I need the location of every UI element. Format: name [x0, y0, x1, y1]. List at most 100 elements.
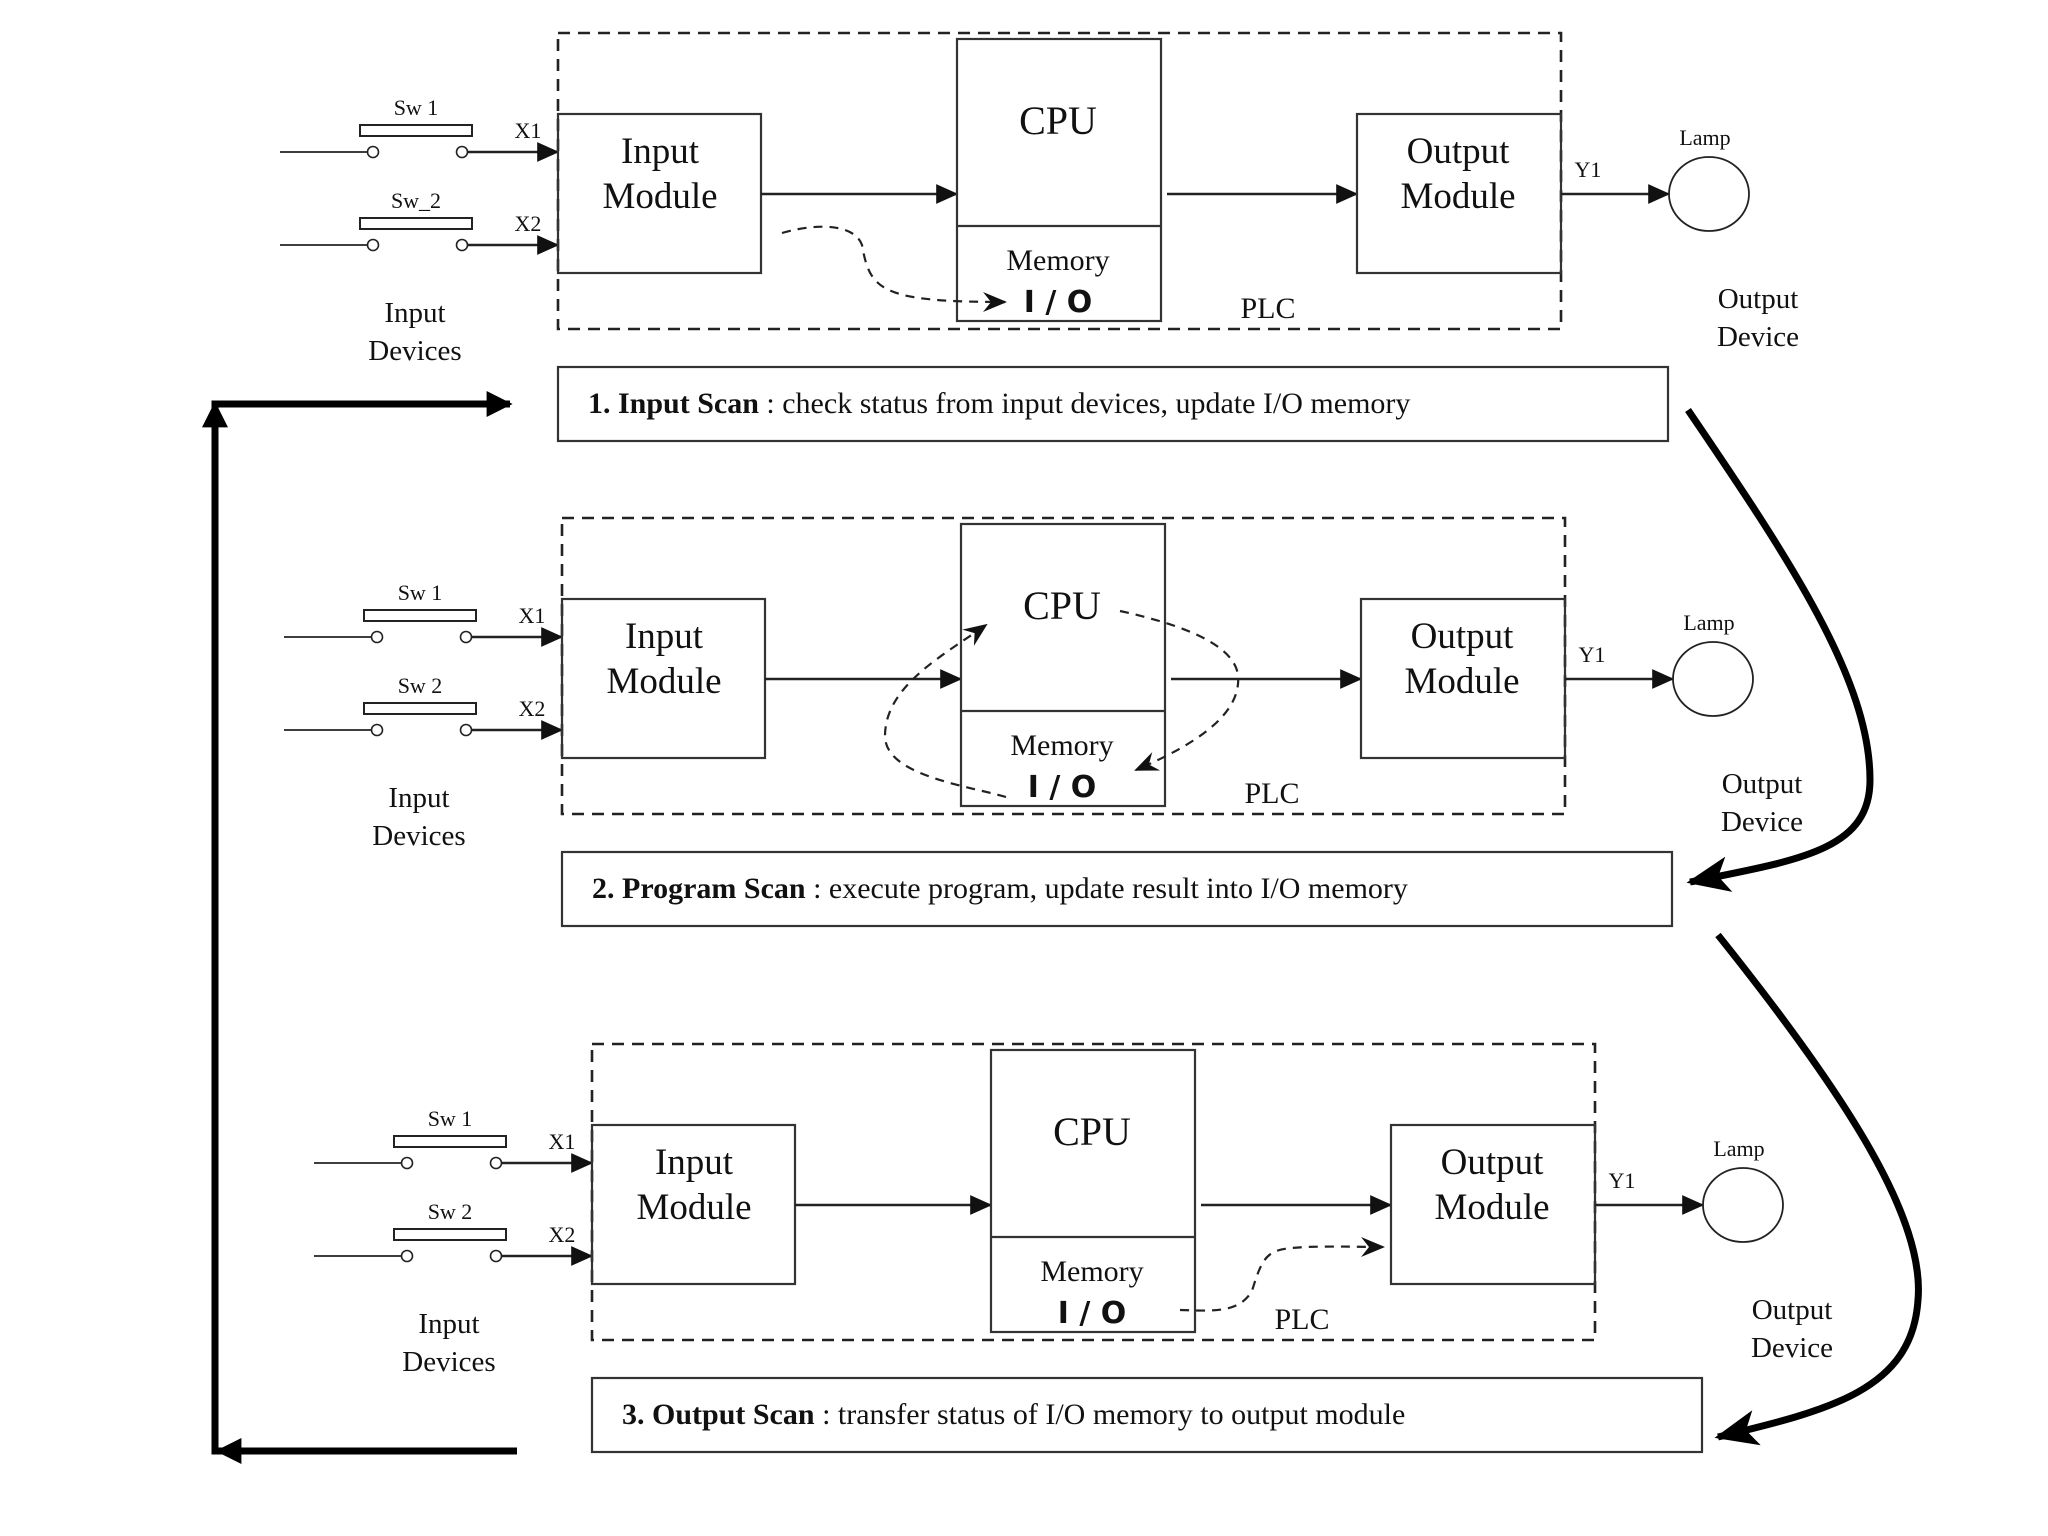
output-device-label: Output: [1718, 283, 1799, 315]
input-devices-label: Input: [384, 297, 445, 329]
output-module-label: Module: [1400, 176, 1515, 217]
switch-1-pushbutton-icon: [363, 609, 477, 622]
output-module-label: Output: [1407, 131, 1511, 172]
switch-1-contact-left: [400, 1156, 414, 1170]
output-device-label: Device: [1721, 806, 1803, 838]
x1-label: X1: [549, 1129, 576, 1154]
step-caption-box: [590, 1376, 1704, 1454]
memory-to-cpu-flow-arrow: [883, 623, 1007, 799]
output-module-label: Output: [1441, 1142, 1545, 1183]
input-module-label: Module: [606, 661, 721, 702]
switch-2-contact-right: [489, 1249, 503, 1263]
switch-2-contact-left: [370, 723, 384, 737]
switch-2-pushbutton-icon: [359, 217, 473, 230]
io-memory-label: I / O: [1024, 285, 1093, 320]
switch-2-pushbutton-icon: [393, 1228, 507, 1241]
switch-1-contact-left: [366, 145, 380, 159]
switch-2-pushbutton-icon: [363, 702, 477, 715]
x2-label: X2: [549, 1222, 576, 1247]
step-1-to-2-arrow: [1685, 408, 1874, 892]
input-devices-label: Devices: [402, 1346, 495, 1378]
input-module-label: Input: [655, 1142, 734, 1183]
memory-to-output-flow-arrow: [1179, 1236, 1385, 1312]
io-memory-label: I / O: [1028, 770, 1097, 805]
step-caption-text: 3. Output Scan : transfer status of I/O …: [622, 1398, 1405, 1431]
lamp-icon: [1702, 1167, 1784, 1243]
switch-1-pushbutton-icon: [359, 124, 473, 137]
switch-2-contact-right: [459, 723, 473, 737]
memory-label: Memory: [1010, 729, 1113, 762]
plc-label: PLC: [1244, 777, 1299, 810]
switch-1-contact-right: [459, 630, 473, 644]
y1-label: Y1: [1609, 1168, 1636, 1193]
x2-label: X2: [519, 696, 546, 721]
output-device-label: Output: [1752, 1294, 1833, 1326]
lamp-label: Lamp: [1713, 1136, 1764, 1161]
switch-1-label: Sw 1: [394, 95, 439, 120]
switch-2-label: Sw 2: [428, 1199, 473, 1224]
memory-label: Memory: [1040, 1255, 1143, 1288]
cpu-label: CPU: [1019, 98, 1097, 143]
input-devices-label: Input: [418, 1308, 479, 1340]
step-name: Program Scan: [622, 872, 806, 905]
step-name: Output Scan: [652, 1398, 815, 1431]
input-devices-label: Input: [388, 782, 449, 814]
io-memory-label: I / O: [1058, 1296, 1127, 1331]
switch-2-label: Sw_2: [391, 188, 441, 213]
cpu-box: [989, 1048, 1197, 1334]
switch-1-pushbutton-icon: [393, 1135, 507, 1148]
cpu-label: CPU: [1053, 1109, 1131, 1154]
step-number: 3.: [622, 1398, 652, 1431]
step-description: : check status from input devices, updat…: [759, 387, 1411, 420]
cpu-to-memory-flow-arrow: [1119, 609, 1240, 772]
switch-2-label: Sw 2: [398, 673, 443, 698]
y1-label: Y1: [1575, 157, 1602, 182]
step-description: : transfer status of I/O memory to outpu…: [815, 1398, 1406, 1431]
step-caption-box: [560, 850, 1674, 928]
input-module-label: Module: [636, 1187, 751, 1228]
input-to-memory-flow-arrow: [781, 225, 1007, 312]
input-module-label: Input: [625, 616, 704, 657]
y1-label: Y1: [1579, 642, 1606, 667]
output-device-label: Device: [1751, 1332, 1833, 1364]
cpu-box: [955, 37, 1163, 323]
step-number: 1.: [588, 387, 618, 420]
output-device-label: Device: [1717, 321, 1799, 353]
switch-2-contact-left: [400, 1249, 414, 1263]
step-description: : execute program, update result into I/…: [806, 872, 1408, 905]
cpu-box: [959, 522, 1167, 808]
loop-back-arrow: [211, 391, 517, 1455]
cycle-loop-arrow: [202, 391, 517, 1464]
x1-label: X1: [519, 603, 546, 628]
output-device-label: Output: [1722, 768, 1803, 800]
switch-2-contact-left: [366, 238, 380, 252]
step-caption-box: [556, 365, 1670, 443]
switch-1-contact-right: [455, 145, 469, 159]
switch-1-label: Sw 1: [398, 580, 443, 605]
cpu-label: CPU: [1023, 583, 1101, 628]
x1-label: X1: [515, 118, 542, 143]
step-caption-text: 2. Program Scan : execute program, updat…: [592, 872, 1408, 905]
input-scan-section: Sw 1X1Sw_2X2InputDevicesPLCInputModuleCP…: [280, 31, 1799, 443]
switch-1-contact-left: [370, 630, 384, 644]
lamp-label: Lamp: [1679, 125, 1730, 150]
input-devices-label: Devices: [372, 820, 465, 852]
step-number: 2.: [592, 872, 622, 905]
switch-2-contact-right: [455, 238, 469, 252]
x2-label: X2: [515, 211, 542, 236]
step-name: Input Scan: [618, 387, 759, 420]
lamp-label: Lamp: [1683, 610, 1734, 635]
switch-1-contact-right: [489, 1156, 503, 1170]
output-module-label: Output: [1411, 616, 1515, 657]
switch-1-label: Sw 1: [428, 1106, 473, 1131]
input-devices-label: Devices: [368, 335, 461, 367]
output-module-label: Module: [1434, 1187, 1549, 1228]
step-2-to-3-arrow: [1714, 932, 1922, 1446]
lamp-icon: [1672, 641, 1754, 717]
step-caption-text: 1. Input Scan : check status from input …: [588, 387, 1410, 420]
lamp-icon: [1668, 156, 1750, 232]
plc-label: PLC: [1274, 1303, 1329, 1336]
